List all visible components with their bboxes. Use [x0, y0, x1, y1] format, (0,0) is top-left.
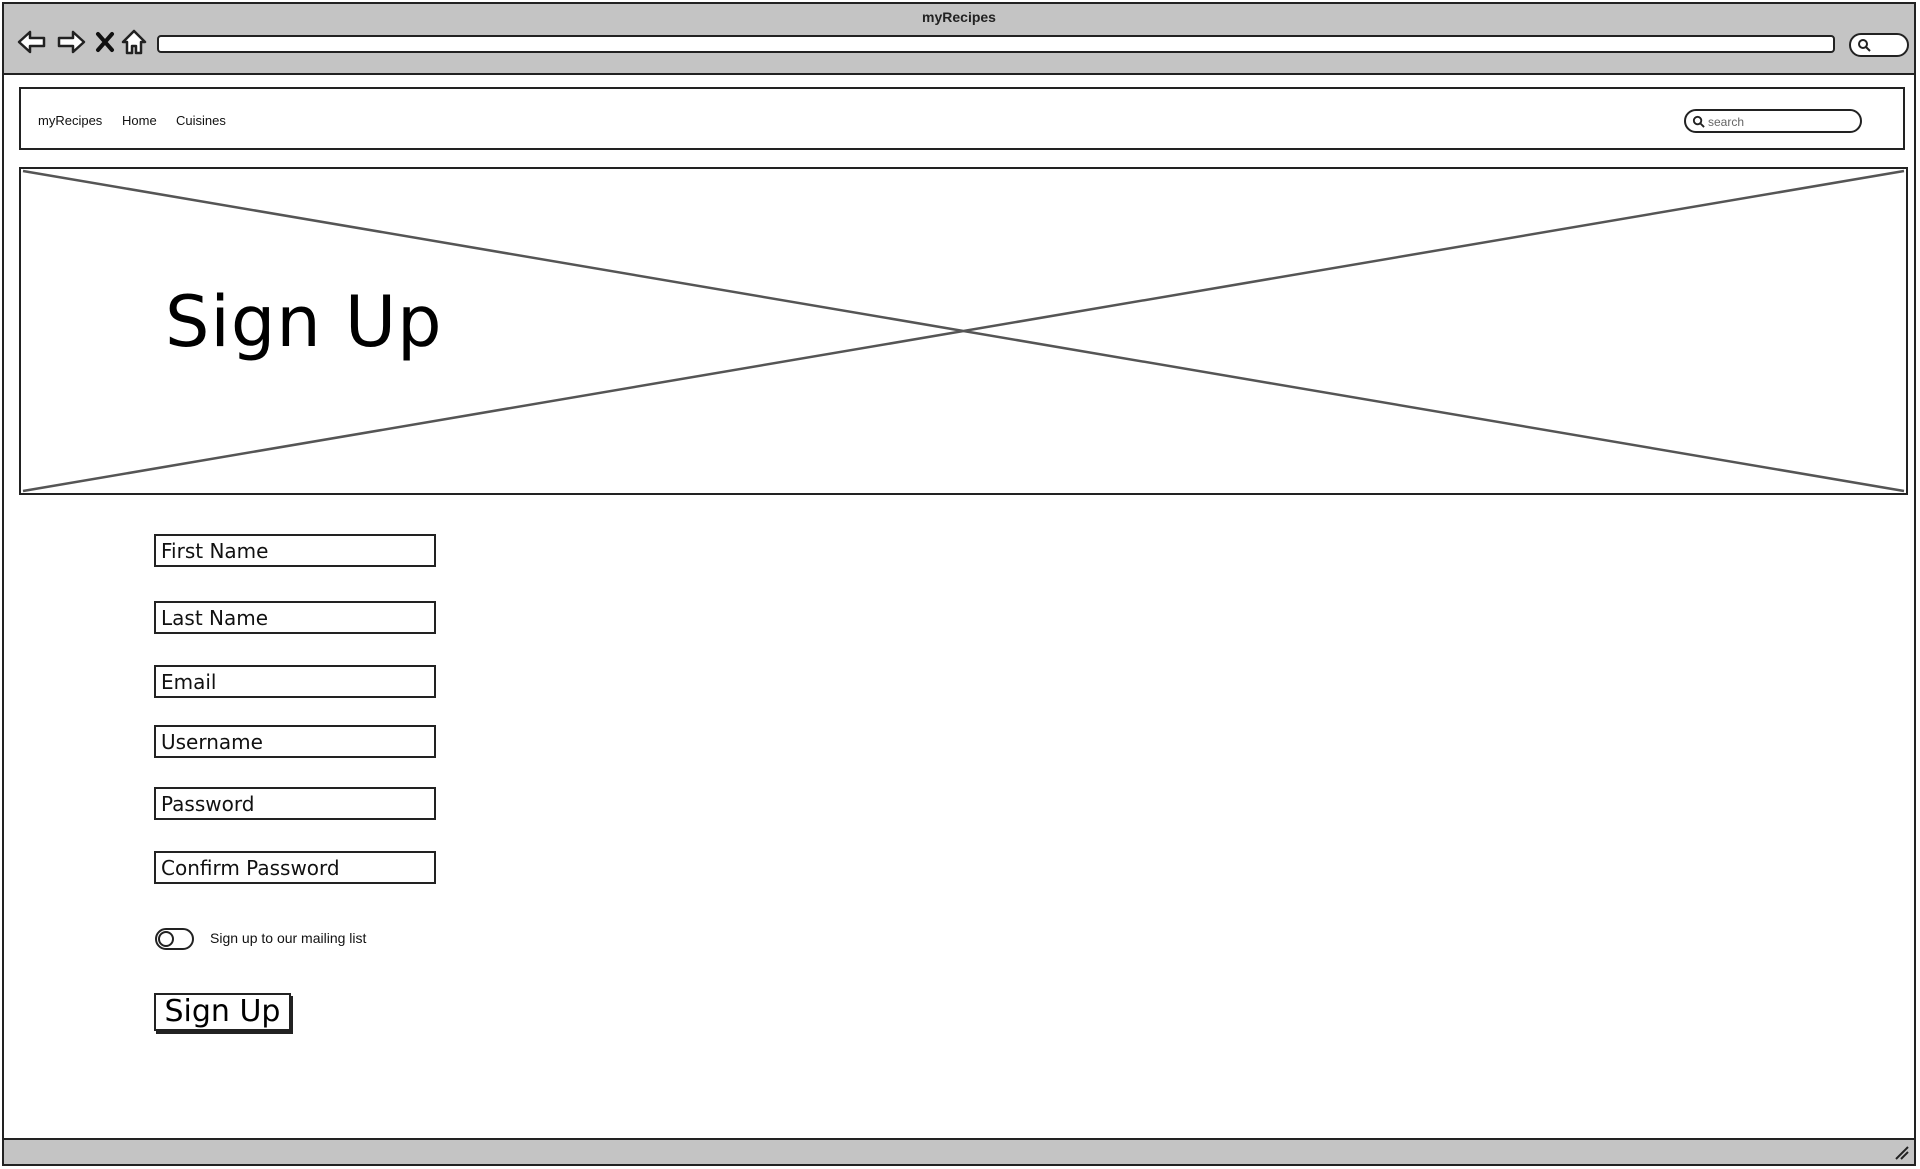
mailing-list-toggle[interactable]	[155, 928, 194, 950]
password-field[interactable]	[154, 787, 436, 820]
first-name-field[interactable]	[154, 534, 436, 567]
back-arrow-icon[interactable]	[17, 28, 47, 56]
home-icon[interactable]	[120, 28, 148, 56]
site-search[interactable]	[1684, 109, 1862, 133]
page-title: Sign Up	[165, 281, 443, 363]
resize-grip-icon[interactable]	[1892, 1143, 1910, 1161]
close-icon[interactable]	[92, 28, 118, 56]
toggle-knob	[158, 931, 174, 947]
hero-image-placeholder: Sign Up	[19, 167, 1908, 495]
sign-up-button[interactable]: Sign Up	[154, 993, 291, 1031]
address-bar[interactable]	[157, 35, 1835, 53]
mailing-list-label: Sign up to our mailing list	[210, 930, 367, 946]
search-icon	[1858, 39, 1871, 52]
window-title: myRecipes	[922, 9, 996, 25]
username-field[interactable]	[154, 725, 436, 758]
search-input[interactable]	[1706, 112, 1860, 132]
last-name-field[interactable]	[154, 601, 436, 634]
status-bar	[4, 1138, 1914, 1164]
nav-link-home[interactable]: Home	[122, 113, 157, 128]
forward-arrow-icon[interactable]	[56, 28, 86, 56]
image-placeholder-icon	[22, 169, 1905, 493]
brand-link[interactable]: myRecipes	[38, 113, 103, 128]
nav-link-cuisines[interactable]: Cuisines	[176, 113, 226, 128]
browser-chrome: myRecipes	[4, 4, 1914, 75]
confirm-password-field[interactable]	[154, 851, 436, 884]
email-field[interactable]	[154, 665, 436, 698]
browser-search-button[interactable]	[1849, 33, 1909, 57]
site-navbar: myRecipes Home Cuisines	[19, 87, 1905, 150]
search-icon	[1692, 115, 1705, 128]
